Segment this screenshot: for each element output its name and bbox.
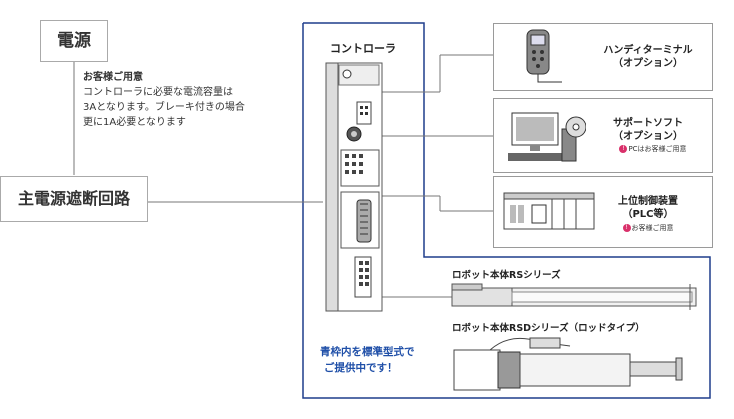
plc-name-line: 上位制御装置 [618, 196, 678, 207]
pc-icon [508, 112, 586, 162]
controller-label: コントローラ [330, 42, 396, 55]
plc-box: 上位制御装置 （PLC等） !お客様ご用意 [493, 176, 713, 248]
support-software-name-line: サポートソフト [613, 118, 683, 129]
support-software-note-text: PCはお客様ご用意 [628, 145, 687, 153]
plc-note: !お客様ご用意 [598, 223, 698, 233]
robot-rs-label: ロボット本体RSシリーズ [452, 270, 561, 281]
customer-pin-icon: ! [619, 145, 628, 153]
main-circuit-label: 主電源遮断回路 [17, 189, 130, 208]
power-source-label: 電源 [57, 31, 91, 51]
support-software-name-line: （オプション） [613, 131, 683, 142]
controller-device [325, 62, 383, 312]
customer-note-line: 更に1A必要となります [83, 117, 186, 128]
support-software-box: サポートソフト （オプション） !PCはお客様ご用意 [493, 98, 713, 173]
plc-name: 上位制御装置 （PLC等） [598, 195, 698, 221]
handy-terminal-box: ハンディターミナル （オプション） [493, 23, 713, 91]
support-software-note: !PCはお客様ご用意 [598, 144, 708, 154]
main-circuit-box: 主電源遮断回路 [0, 176, 148, 222]
customer-note-title: お客様ご用意 [83, 72, 143, 83]
robot-rs-image [451, 283, 697, 310]
robot-rsd-image [453, 337, 683, 391]
customer-note-line: コントローラに必要な電流容量は [83, 87, 233, 98]
customer-note: お客様ご用意 コントローラに必要な電流容量は 3Aとなります。ブレーキ付きの場合… [83, 70, 245, 130]
robot-rsd-label: ロボット本体RSDシリーズ（ロッドタイプ） [452, 323, 645, 334]
handy-terminal-name-line: （オプション） [613, 58, 683, 69]
support-software-name: サポートソフト （オプション） [598, 117, 698, 143]
plc-name-line: （PLC等） [622, 209, 674, 220]
handy-terminal-name: ハンディターミナル （オプション） [598, 44, 698, 70]
customer-note-line: 3Aとなります。ブレーキ付きの場合 [83, 102, 245, 113]
handy-terminal-icon [526, 29, 562, 83]
customer-pin-icon: ! [622, 224, 631, 232]
plc-note-text: お客様ご用意 [631, 224, 674, 232]
standard-note-line: ご提供中です！ [324, 362, 398, 374]
handy-terminal-name-line: ハンディターミナル [603, 45, 693, 56]
standard-note-line: 青枠内を標準型式で [320, 346, 415, 358]
plc-icon [503, 192, 595, 230]
power-source-box: 電源 [40, 20, 108, 62]
standard-note: 青枠内を標準型式で ご提供中です！ [320, 344, 415, 376]
